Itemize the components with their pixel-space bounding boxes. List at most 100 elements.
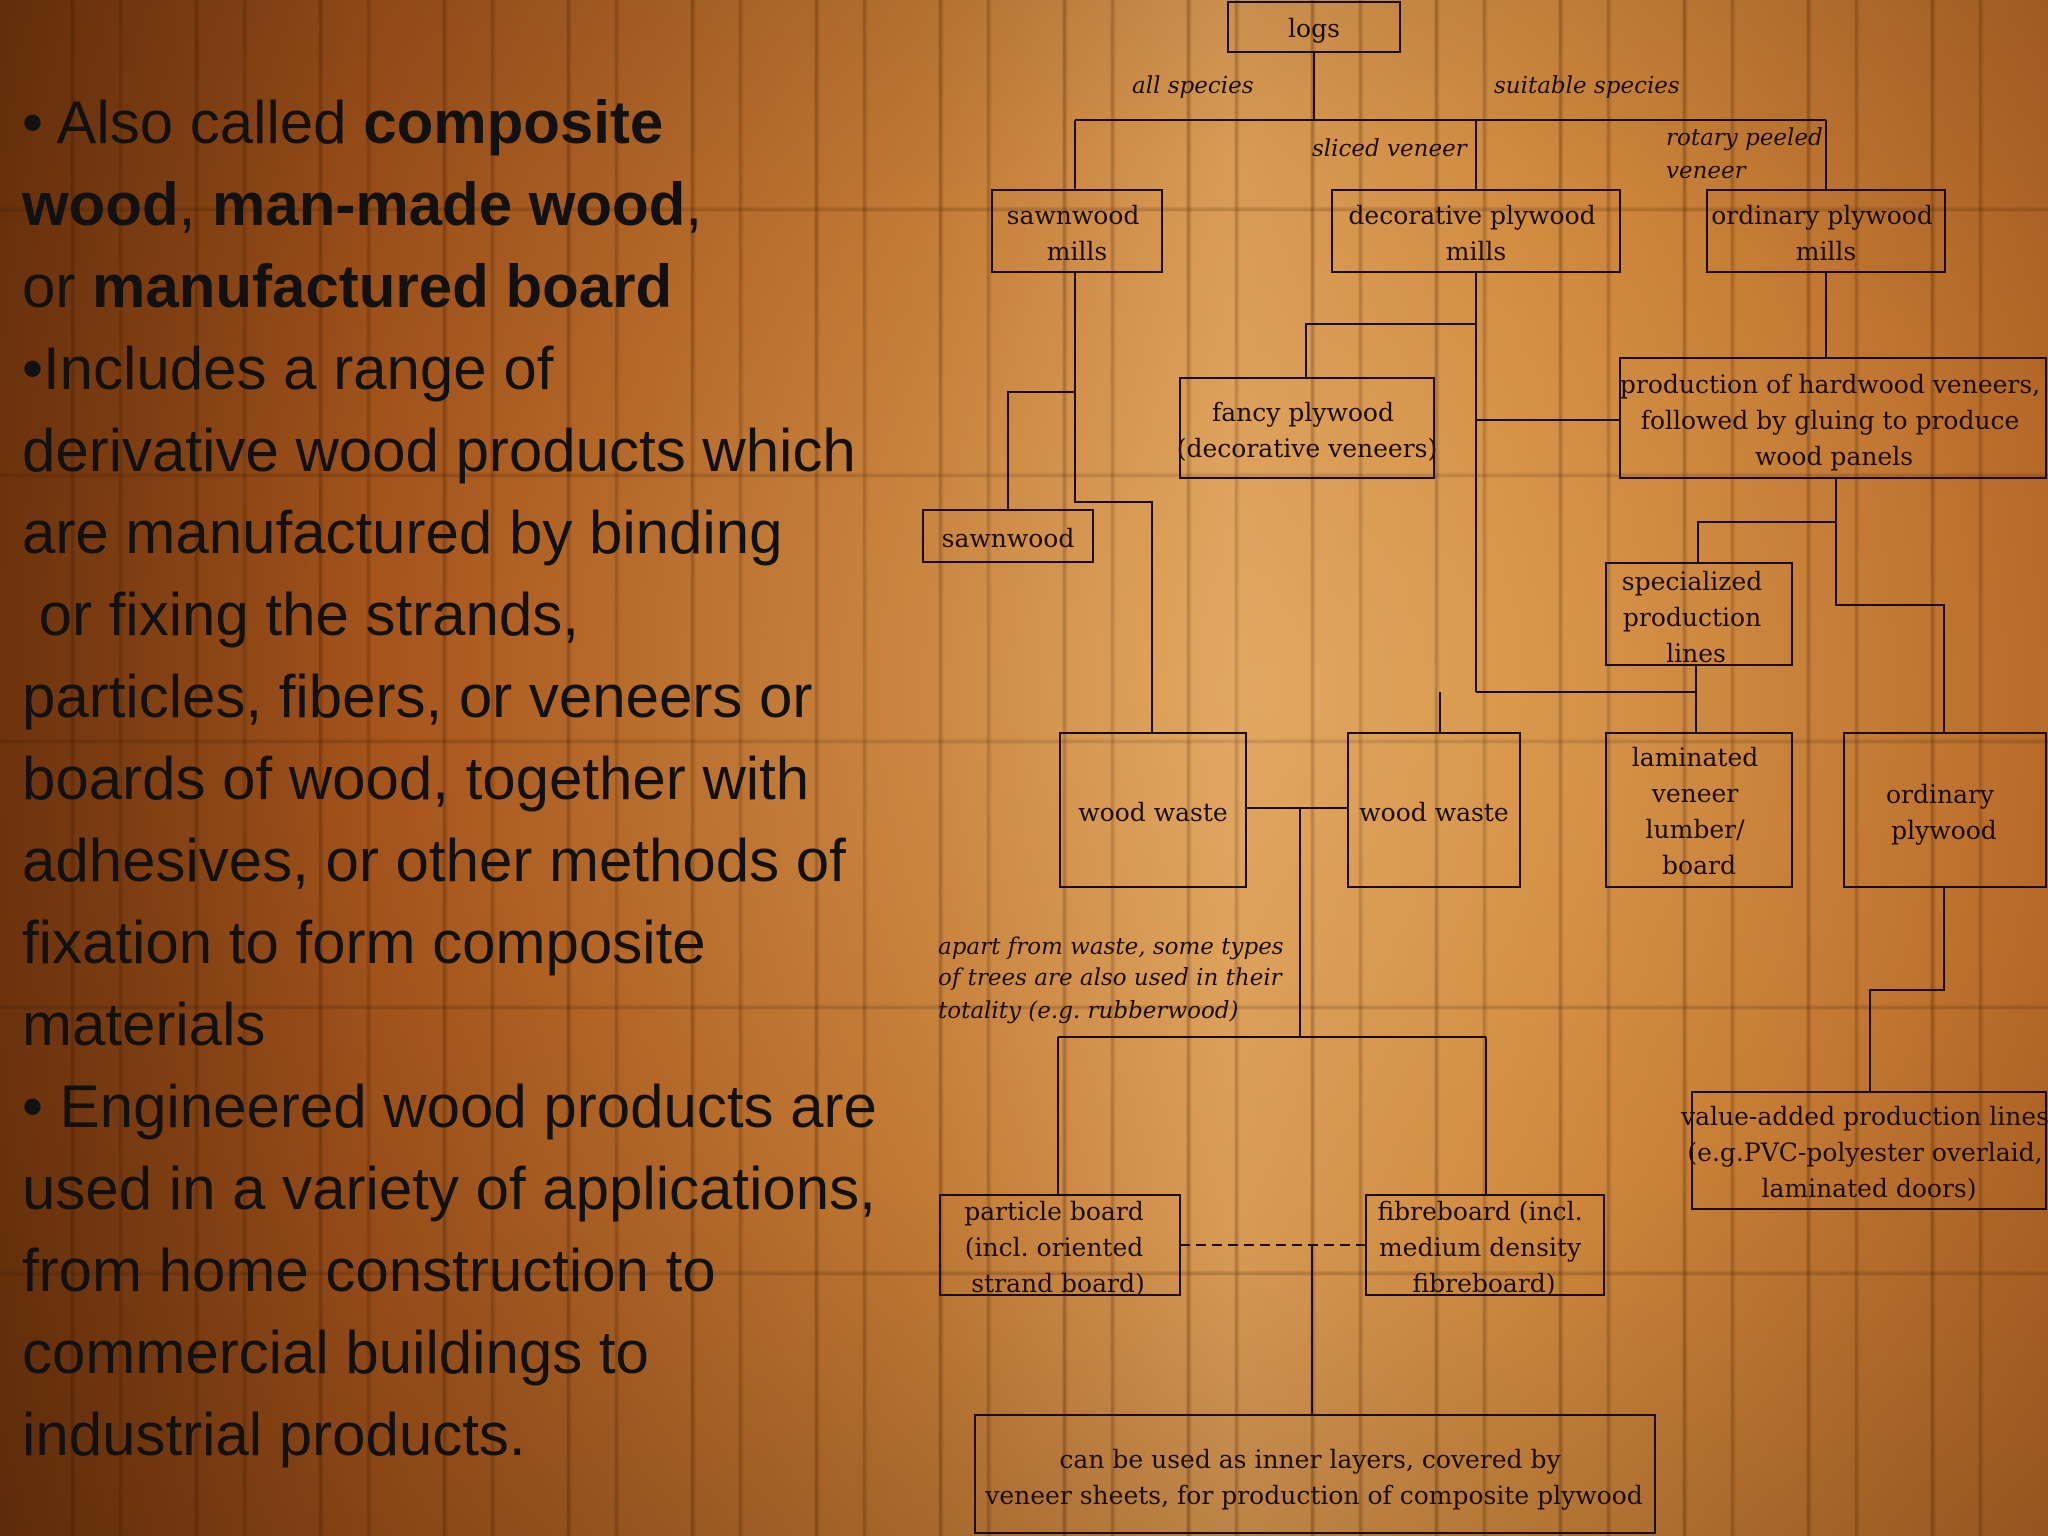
- connector-to-ordinary-plywood: [1835, 522, 1945, 733]
- bullet-2-line-6: boards of wood, together with: [22, 745, 810, 812]
- box-sawnwood: [922, 509, 1094, 563]
- node-texts: logs sawnwood mills decorative plywood m…: [942, 14, 2048, 1510]
- node-value-added: value-added production lines (e.g.PVC-po…: [1680, 1102, 2048, 1203]
- term-man-made-wood: man-made wood: [211, 171, 686, 238]
- node-fibreboard: fibreboard (incl. medium density fibrebo…: [1377, 1197, 1590, 1298]
- particle-board-line-1: particle board: [964, 1197, 1144, 1226]
- node-sawnwood: sawnwood: [942, 524, 1075, 553]
- bullet-3-line-3: from home construction to: [22, 1237, 716, 1304]
- hardwood-veneers-line-1: production of hardwood veneers,: [1620, 370, 2040, 399]
- connector-to-fancy: [1305, 323, 1476, 378]
- bullet-3-line-1: • Engineered wood products are: [22, 1073, 877, 1140]
- separator-1: ,: [178, 171, 212, 238]
- value-added-line-3: laminated doors): [1761, 1174, 1976, 1203]
- label-rotary-veneer: veneer: [1666, 158, 1748, 184]
- bullet-1-line-3: or manufactured board: [22, 246, 1022, 328]
- label-sliced-veneer: sliced veneer: [1312, 136, 1469, 162]
- box-decorative-mills: [1331, 189, 1621, 273]
- ordinary-mills-line-2: mills: [1796, 237, 1857, 266]
- node-fancy-plywood: fancy plywood (decorative veneers): [1177, 398, 1438, 463]
- wood-waste-2-line-1: wood waste: [1359, 798, 1508, 827]
- specialized-line-1: specialized: [1622, 567, 1763, 596]
- node-logs: logs: [1288, 14, 1340, 43]
- box-value-added: [1691, 1091, 2047, 1210]
- box-particle-board: [939, 1194, 1181, 1296]
- node-decorative-mills: decorative plywood mills: [1348, 201, 1603, 266]
- bullet-1-line-2: wood, man-made wood,: [22, 164, 1022, 246]
- sawnwood-mills-line-1: sawnwood: [1007, 201, 1140, 230]
- inner-layers-line-1: can be used as inner layers, covered by: [1059, 1445, 1561, 1474]
- bullet-2-line-5: particles, fibers, or veneers or: [22, 663, 813, 730]
- fibreboard-line-1: fibreboard (incl.: [1377, 1197, 1582, 1226]
- box-sawnwood-mills: [991, 189, 1163, 273]
- sawnwood-mills-line-2: mills: [1047, 237, 1108, 266]
- node-sawnwood-mills: sawnwood mills: [1007, 201, 1148, 266]
- node-ordinary-plywood: ordinary plywood: [1886, 780, 2002, 845]
- bullet-1-line-1: • Also called composite: [22, 82, 1022, 164]
- node-inner-layers: can be used as inner layers, covered by …: [984, 1445, 1643, 1510]
- bullet-2-line-3: are manufactured by binding: [22, 499, 783, 566]
- bullet-3-line-5: industrial products.: [22, 1401, 526, 1468]
- lvl-line-3: lumber/: [1646, 815, 1746, 844]
- bullet-2-line-4: or fixing the strands,: [22, 581, 579, 648]
- box-inner-layers: [974, 1414, 1656, 1534]
- particle-board-line-3: strand board): [971, 1269, 1144, 1298]
- hardwood-veneers-line-3: wood panels: [1755, 442, 1913, 471]
- node-lvl: laminated veneer lumber/ board: [1632, 743, 1766, 880]
- term-manufactured-board: manufactured board: [92, 253, 673, 320]
- ordinary-plywood-line-1: ordinary: [1886, 780, 1995, 809]
- logs-line-1: logs: [1288, 14, 1340, 43]
- node-wood-waste-1: wood waste: [1078, 798, 1227, 827]
- ordinary-plywood-line-2: plywood: [1891, 816, 1997, 845]
- bullet-2-line-8: fixation to form composite: [22, 909, 706, 976]
- label-note-line-3: totality (e.g. rubberwood): [938, 998, 1238, 1024]
- node-wood-waste-2: wood waste: [1359, 798, 1508, 827]
- box-wood-waste-2: [1347, 732, 1521, 888]
- label-suitable-species: suitable species: [1494, 73, 1680, 99]
- bullet-2-line-9: materials: [22, 991, 266, 1058]
- node-specialized: specialized production lines: [1622, 567, 1770, 668]
- box-specialized: [1605, 562, 1793, 666]
- label-note-line-1: apart from waste, some types: [938, 934, 1284, 960]
- bullet-3-line-2: used in a variety of applications,: [22, 1155, 876, 1222]
- node-hardwood-veneers: production of hardwood veneers, followed…: [1620, 370, 2048, 471]
- ordinary-mills-line-1: ordinary plywood: [1711, 201, 1933, 230]
- box-wood-waste-1: [1059, 732, 1247, 888]
- box-hardwood-veneers: [1619, 357, 2047, 479]
- connectors: [1007, 52, 1945, 1415]
- node-ordinary-mills: ordinary plywood mills: [1711, 201, 1941, 266]
- fancy-plywood-line-1: fancy plywood: [1212, 398, 1394, 427]
- inner-layers-line-2: veneer sheets, for production of composi…: [984, 1481, 1643, 1510]
- bullet-3-line-4: commercial buildings to: [22, 1319, 649, 1386]
- bullet-2-line-2: derivative wood products which: [22, 417, 856, 484]
- term-composite-wood-part1: composite: [363, 89, 664, 156]
- fibreboard-line-2: medium density: [1379, 1233, 1582, 1262]
- specialized-line-2: production: [1623, 603, 1761, 632]
- box-lvl: [1605, 732, 1793, 888]
- box-fancy-plywood: [1179, 377, 1435, 479]
- or-word: or: [22, 253, 93, 320]
- node-particle-board: particle board (incl. oriented strand bo…: [964, 1197, 1152, 1298]
- lvl-line-2: veneer: [1651, 779, 1739, 808]
- bullet-1-prefix: • Also called: [22, 89, 364, 156]
- specialized-line-3: lines: [1666, 639, 1726, 668]
- box-ordinary-mills: [1706, 189, 1946, 273]
- fibreboard-line-3: fibreboard): [1412, 1269, 1555, 1298]
- connector-to-value-added: [1869, 887, 1945, 1092]
- value-added-line-2: (e.g.PVC-polyester overlaid,: [1687, 1138, 2042, 1167]
- decorative-mills-line-1: decorative plywood: [1348, 201, 1595, 230]
- sawnwood-line-1: sawnwood: [942, 524, 1075, 553]
- separator-2: ,: [685, 171, 703, 238]
- label-rotary-peeled: rotary peeled: [1666, 125, 1823, 151]
- wood-waste-1-line-1: wood waste: [1078, 798, 1227, 827]
- label-note-line-2: of trees are also used in their: [938, 965, 1284, 991]
- node-boxes: [922, 1, 2047, 1534]
- bullet-2-line-1: •Includes a range of: [22, 335, 554, 402]
- bullet-text: • Also called composite wood, man-made w…: [22, 82, 1022, 1476]
- bullet-2-line-7: adhesives, or other methods of: [22, 827, 846, 894]
- connector-to-sawnwood: [1007, 391, 1075, 510]
- fancy-plywood-line-2: (decorative veneers): [1177, 434, 1438, 463]
- lvl-line-1: laminated: [1632, 743, 1758, 772]
- term-composite-wood-part2: wood: [22, 171, 179, 238]
- label-all-species: all species: [1132, 73, 1254, 99]
